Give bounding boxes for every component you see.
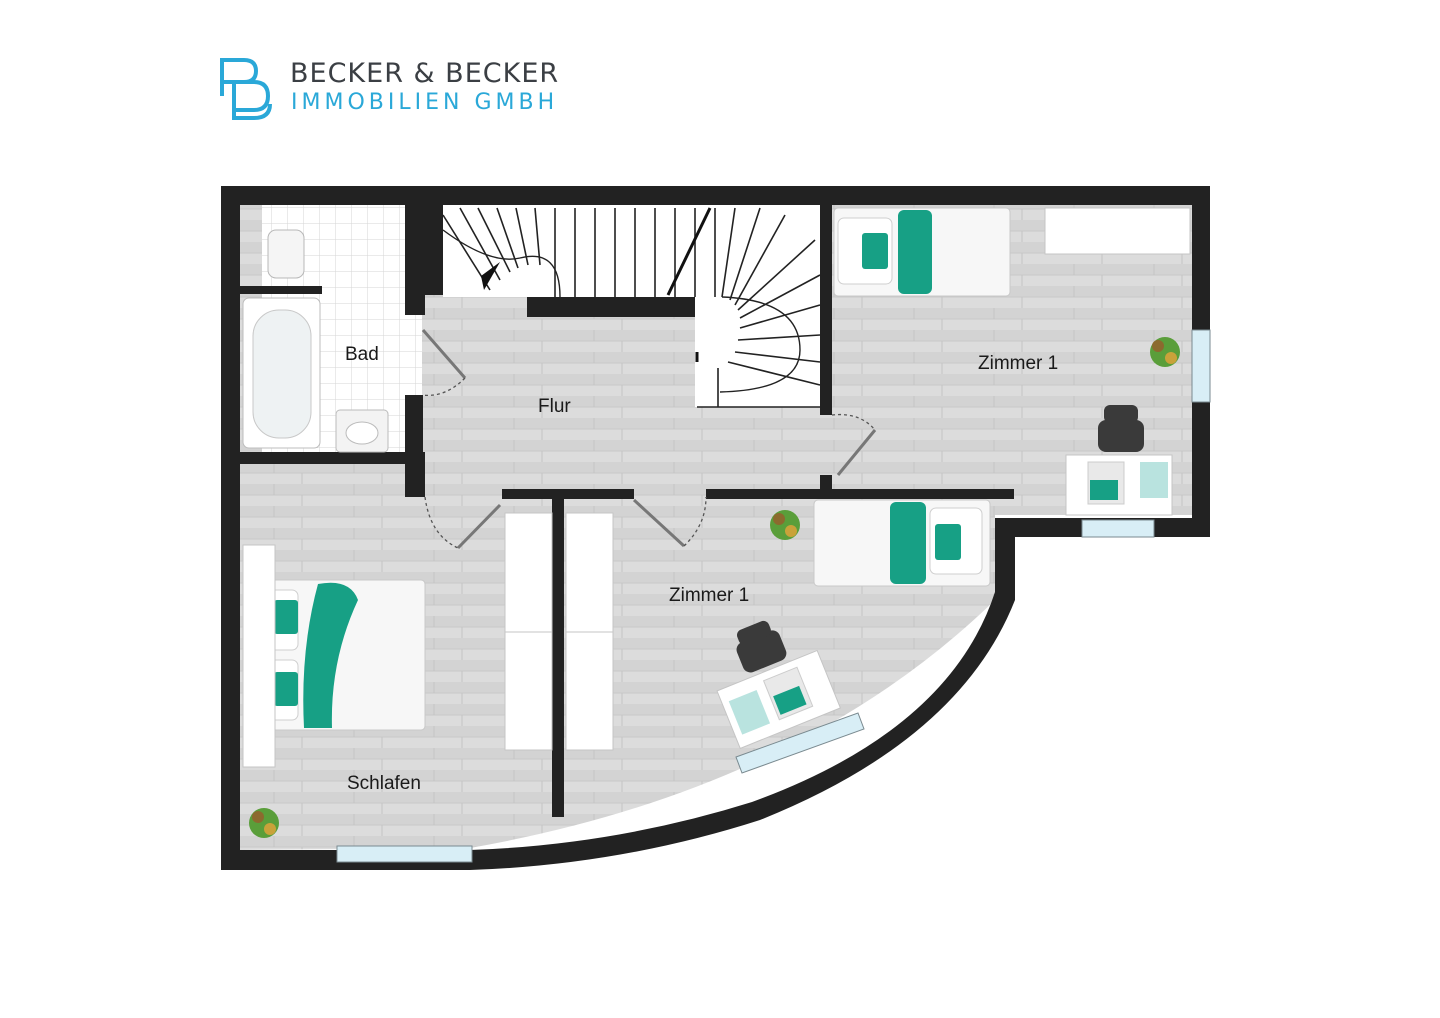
bathroom-fixtures [242,229,389,453]
doors [421,329,877,550]
room-labels: Bad Flur Zimmer 1 Zimmer 1 Schlafen [345,344,1058,794]
room-label-flur: Flur [538,396,571,417]
plant-icon [1150,337,1180,367]
company-name: BECKER & BECKER [290,58,560,89]
office-chair-icon [736,620,787,673]
beds [242,207,1011,731]
staircase [442,205,821,408]
room-label-zimmer-center: Zimmer 1 [669,585,749,606]
desk-bottom [716,620,842,750]
office-chair-icon [1098,405,1144,452]
bb-monogram-icon [220,58,272,120]
wardrobe-top-right [1044,207,1191,255]
bed-center-right [813,499,991,587]
room-label-bad: Bad [345,344,379,365]
interior-walls [232,205,1014,817]
plants [249,337,1180,838]
room-label-zimmer-top: Zimmer 1 [978,353,1058,374]
company-subtitle: IMMOBILIEN GMBH [291,90,559,115]
plant-icon [770,510,800,540]
wardrobes [242,207,1191,768]
desks [716,405,1173,750]
window-lower-right [1081,519,1155,538]
windows [336,329,1211,863]
window-bottom-left [336,845,473,863]
window-bottom-curve [735,712,865,774]
shelf-left [242,544,276,768]
window-right [1191,329,1211,403]
bed-double-left [242,579,426,731]
exterior-walls [221,186,1210,870]
desk-right [1065,405,1173,516]
company-header: BECKER & BECKER IMMOBILIEN GMBH [218,52,618,122]
room-label-schlafen: Schlafen [347,773,421,794]
toilet-icon [267,229,305,279]
plant-icon [249,808,279,838]
bed-top-right [833,207,1011,297]
